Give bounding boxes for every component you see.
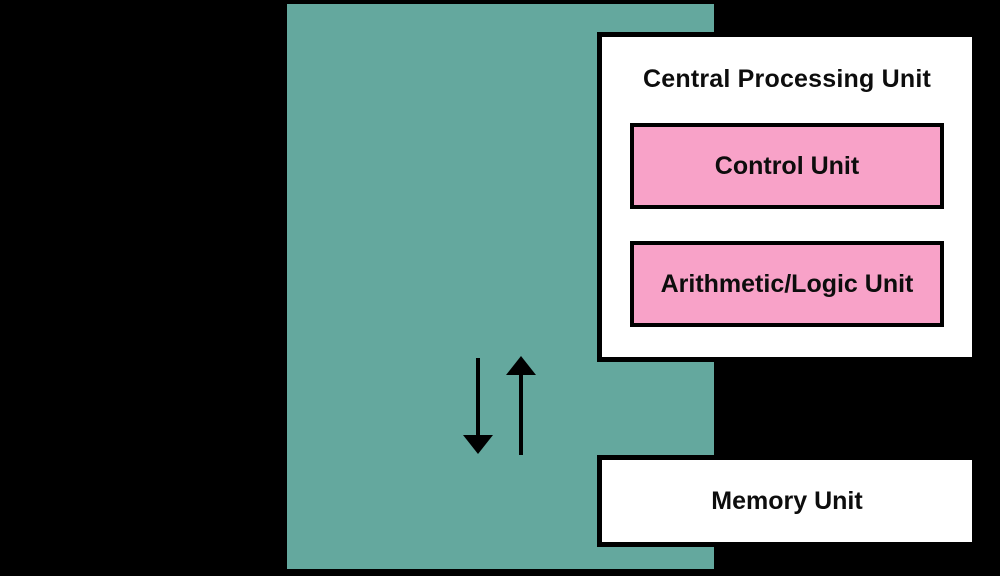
down-arrow-shaft [476, 358, 480, 438]
control-unit-box: Control Unit [630, 123, 944, 209]
arithmetic-logic-unit-box: Arithmetic/Logic Unit [630, 241, 944, 327]
diagram-panel: Central Processing Unit Control Unit Ari… [287, 4, 977, 569]
control-unit-label: Control Unit [714, 151, 860, 180]
up-arrowhead-icon [506, 356, 536, 375]
cpu-title: Central Processing Unit [643, 65, 931, 93]
arithmetic-logic-unit-label: Arithmetic/Logic Unit [660, 269, 914, 298]
memory-unit-box: Memory Unit [597, 455, 977, 547]
down-arrowhead-icon [463, 435, 493, 454]
cpu-box: Central Processing Unit Control Unit Ari… [597, 32, 977, 362]
up-arrow-shaft [519, 372, 523, 455]
memory-unit-label: Memory Unit [711, 486, 863, 515]
memory-to-cpu-arrow-icon [506, 356, 536, 455]
cpu-to-memory-arrow-icon [463, 358, 493, 454]
